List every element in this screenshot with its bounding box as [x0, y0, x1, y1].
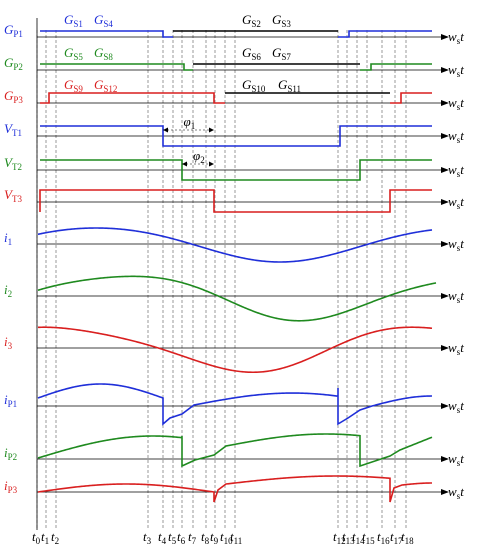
- time-label-t16: t16: [377, 529, 390, 546]
- row-label-VT1: VT1: [4, 121, 22, 138]
- axis-label-wst: wst: [448, 62, 464, 79]
- time-label-t8: t8: [201, 529, 210, 546]
- voltage-waveform-vt2: [40, 159, 432, 181]
- time-label-t1: t1: [41, 529, 49, 546]
- axis-label-wst: wst: [448, 340, 464, 357]
- axis-label-wst: wst: [448, 162, 464, 179]
- axis-arrow: [441, 133, 449, 139]
- gate-label-GS8: GS8: [94, 45, 113, 62]
- gate-label-GS6: GS6: [242, 45, 261, 62]
- current-waveform-ip2: [37, 433, 433, 468]
- current-waveform-ip1: [37, 383, 433, 426]
- axis-arrow: [441, 456, 449, 462]
- axis-label-wst: wst: [448, 128, 464, 145]
- row-label-iP2: iP2: [4, 445, 17, 462]
- row-label-VT2: VT2: [4, 155, 22, 172]
- gate-label-GS7: GS7: [272, 45, 291, 62]
- gate-waveform-gp1-c: [338, 30, 432, 38]
- gate-label-GS4: GS4: [94, 12, 113, 29]
- time-label-t0: t0: [32, 529, 41, 546]
- gate-label-GS12: GS12: [94, 77, 117, 94]
- time-label-t14: t14: [352, 529, 365, 546]
- axis-label-wst: wst: [448, 398, 464, 415]
- axis-label-wst: wst: [448, 484, 464, 501]
- row-label-iP3: iP3: [4, 478, 18, 495]
- axis-arrow: [441, 34, 449, 40]
- row-label-GP2: GP2: [4, 55, 23, 72]
- axis-arrow: [441, 100, 449, 106]
- axis-arrow: [441, 489, 449, 495]
- row-label-VT3: VT3: [4, 187, 22, 204]
- time-label-t10: t10: [220, 529, 233, 546]
- gate-label-GS1: GS1: [64, 12, 83, 29]
- axis-arrow: [441, 167, 449, 173]
- phase-shift-label-1: φ1: [184, 114, 196, 131]
- time-label-t5: t5: [168, 529, 177, 546]
- gate-label-GS11: GS11: [278, 77, 301, 94]
- axis-arrow: [441, 403, 449, 409]
- axis-label-wst: wst: [448, 451, 464, 468]
- gate-waveform-gp2-a: [40, 63, 193, 71]
- gate-waveform-gp3-c: [390, 92, 432, 104]
- voltage-waveform-vt1: [40, 125, 432, 147]
- axis-arrow: [441, 293, 449, 299]
- axis-label-wst: wst: [448, 29, 464, 46]
- current-waveform-ip3: [37, 475, 433, 503]
- axis-label-wst: wst: [448, 288, 464, 305]
- time-label-t3: t3: [143, 529, 152, 546]
- row-label-GP1: GP1: [4, 22, 23, 39]
- axis-arrow: [441, 241, 449, 247]
- axis-arrow: [441, 199, 449, 205]
- gate-waveform-gp3-a: [40, 92, 225, 104]
- time-label-t13: t13: [342, 529, 355, 546]
- time-label-t12: t12: [333, 529, 346, 546]
- axis-label-wst: wst: [448, 236, 464, 253]
- axis-arrow: [441, 67, 449, 73]
- time-label-t6: t6: [177, 529, 186, 546]
- current-waveform-i1: [37, 227, 433, 263]
- current-waveform-i3: [37, 326, 433, 374]
- time-label-t18: t18: [401, 529, 414, 546]
- time-label-t4: t4: [158, 529, 167, 546]
- gate-waveform-gp2-c: [360, 63, 432, 71]
- gate-label-GS10: GS10: [242, 77, 266, 94]
- row-label-GP3: GP3: [4, 88, 23, 105]
- row-label-iP1: iP1: [4, 392, 17, 409]
- time-label-t9: t9: [210, 529, 219, 546]
- gate-waveform-gp1-a: [40, 30, 173, 38]
- axis-label-wst: wst: [448, 95, 464, 112]
- axis-arrow: [441, 345, 449, 351]
- gate-label-GS2: GS2: [242, 12, 261, 29]
- axis-label-wst: wst: [448, 194, 464, 211]
- time-label-t15: t15: [362, 529, 375, 546]
- row-label-i2: i2: [4, 282, 12, 299]
- gate-label-GS5: GS5: [64, 45, 83, 62]
- time-label-t11: t11: [230, 529, 242, 546]
- row-label-i1: i1: [4, 230, 12, 247]
- gate-label-GS9: GS9: [64, 77, 83, 94]
- voltage-waveform-vt3: [39, 189, 432, 213]
- time-label-t2: t2: [51, 529, 59, 546]
- time-label-t7: t7: [188, 529, 197, 546]
- current-waveform-i2: [37, 275, 437, 322]
- time-label-t17: t17: [390, 529, 403, 546]
- row-label-i3: i3: [4, 334, 13, 351]
- gate-label-GS3: GS3: [272, 12, 291, 29]
- phase-shift-label-2: φ2: [193, 148, 205, 165]
